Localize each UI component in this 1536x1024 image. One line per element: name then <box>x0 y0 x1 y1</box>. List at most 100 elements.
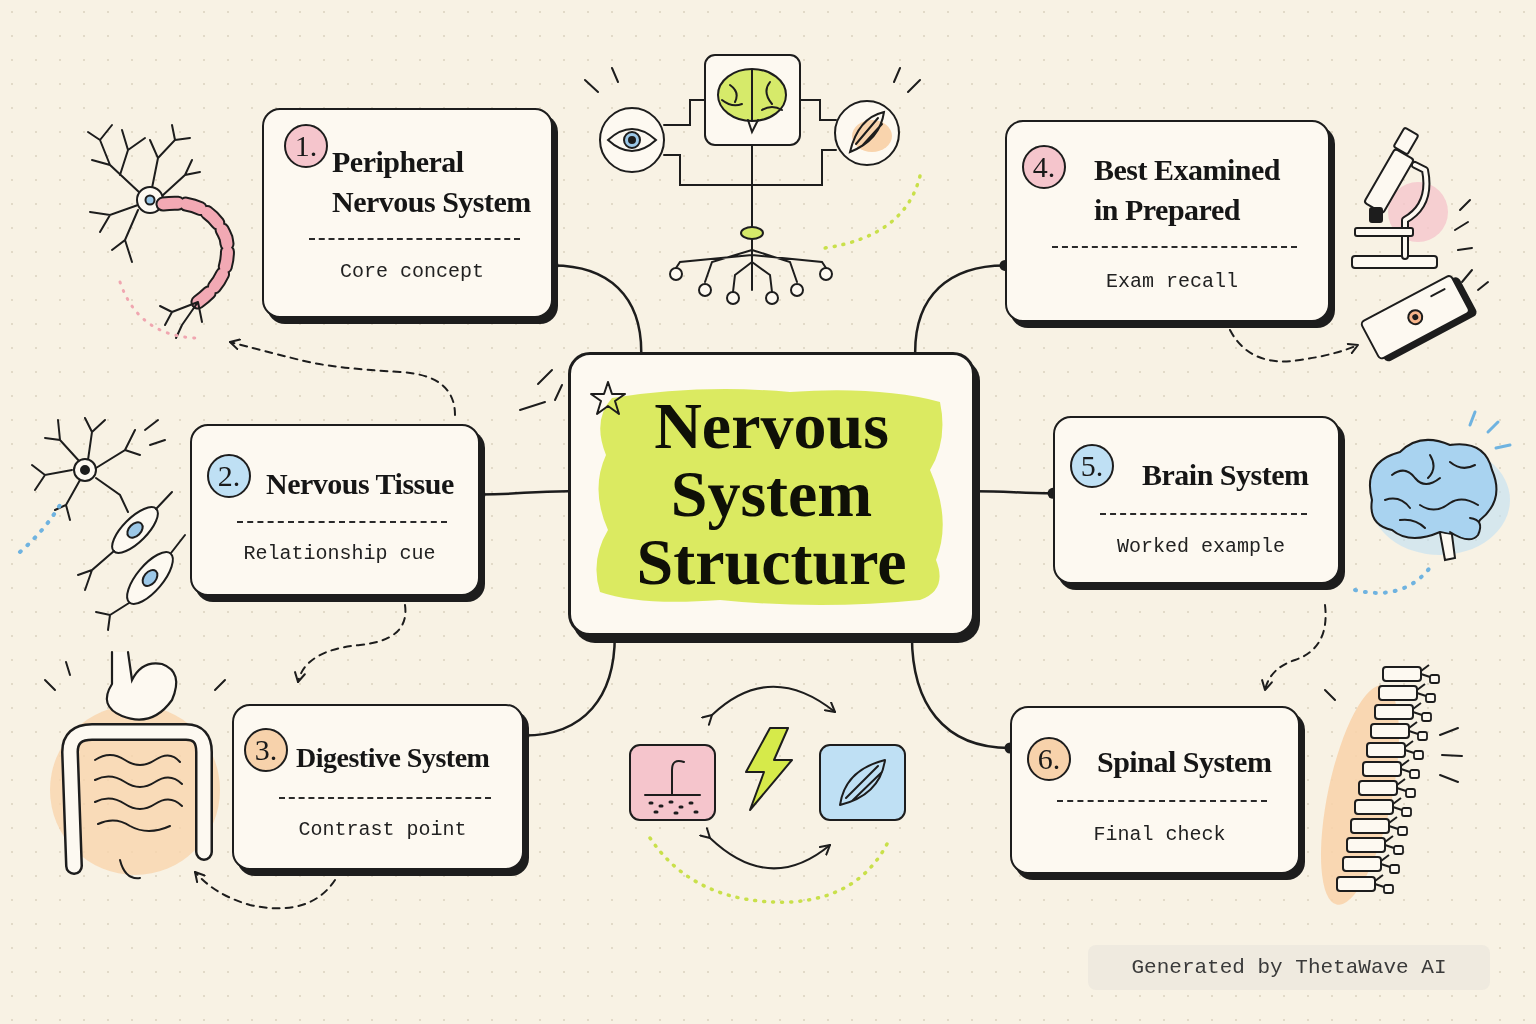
digestive-illustration-part <box>50 705 220 875</box>
nerve-cells-illustration-part <box>81 466 89 474</box>
card-heading: Brain System <box>1142 455 1332 495</box>
nerve-cells-illustration-part <box>32 418 140 520</box>
card-subtitle: Core concept <box>304 260 520 284</box>
microscope-illustration-part <box>1355 228 1413 236</box>
card-subtitle: Final check <box>1052 823 1267 847</box>
microscope-illustration-part <box>1405 165 1426 256</box>
connector-line <box>480 491 568 494</box>
reflex-arc-illustration-part <box>746 728 792 810</box>
neuron-illustration-part <box>160 302 202 338</box>
spine-illustration-part <box>1305 679 1414 911</box>
microscope-illustration-part <box>1367 277 1477 362</box>
neuron-illustration-part <box>120 282 195 338</box>
nerve-cells-illustration-part <box>78 492 172 590</box>
dashed-arrow <box>195 330 1358 908</box>
microscope-illustration-part <box>1388 182 1448 242</box>
microscope-illustration-part <box>1352 256 1437 268</box>
callout-number: 2. <box>207 454 251 498</box>
spine-illustration-part <box>1343 855 1399 873</box>
brain-network-illustration-part <box>791 284 803 296</box>
card-subtitle: Exam recall <box>1047 270 1297 294</box>
brain-illustration-part <box>1470 412 1510 448</box>
dashed-divider <box>309 238 520 240</box>
reflex-arc-illustration-part <box>710 838 830 868</box>
dashed-arrow-part <box>230 342 455 415</box>
spine-illustration-part <box>1379 684 1435 702</box>
dashed-arrow-part <box>298 605 405 682</box>
card-heading: Spinal System <box>1097 742 1292 782</box>
nerve-cells-illustration-part <box>20 505 60 552</box>
microscope-illustration-part <box>1364 149 1414 214</box>
neuron-illustration-part <box>150 125 190 188</box>
digestive-illustration <box>45 652 225 878</box>
dashed-arrow-part <box>1230 330 1358 361</box>
dashed-divider <box>279 797 491 799</box>
spine-illustration-part <box>1337 875 1393 893</box>
microscope-illustration-part <box>1413 314 1418 319</box>
brain-network-illustration-part <box>718 69 786 121</box>
reflex-arc-illustration-part <box>645 794 700 796</box>
nerve-cells-illustration-part <box>119 545 180 611</box>
reflex-arc-illustration-part <box>820 745 905 820</box>
microscope-illustration-part <box>1406 308 1425 327</box>
neuron-illustration-part <box>146 196 155 205</box>
dashed-divider <box>1100 513 1307 515</box>
hub-box: Nervous System Structure <box>568 352 975 636</box>
topic-card: 1.Peripheral Nervous SystemCore concept <box>262 108 553 318</box>
microscope-illustration-part <box>1455 200 1472 250</box>
callout-number: 1. <box>284 124 328 168</box>
reflex-arc-illustration-part <box>650 838 890 902</box>
dashed-divider <box>1057 800 1267 802</box>
card-subtitle: Worked example <box>1095 535 1307 559</box>
hub-title: Nervous System Structure <box>592 392 952 596</box>
spark-lines <box>520 370 562 410</box>
nerve-cells-illustration <box>20 418 185 630</box>
topic-card: 6. Spinal SystemFinal check <box>1010 706 1300 874</box>
connector-line <box>915 265 1005 352</box>
brain-network-illustration-part <box>825 176 920 248</box>
brain-network-illustration-part <box>722 70 782 132</box>
dashed-divider <box>1052 246 1297 248</box>
reflex-arc-illustration-part <box>712 687 835 715</box>
nerve-cells-illustration-part <box>124 519 145 540</box>
reflex-arc-illustration <box>630 687 905 902</box>
brain-illustration-part <box>1440 533 1455 560</box>
digestive-illustration-part <box>70 732 204 866</box>
dashed-arrow-part <box>195 872 335 908</box>
brain-network-illustration-part <box>624 132 640 148</box>
topic-card: 4.Best Examined in PreparedExam recall <box>1005 120 1330 322</box>
microscope-illustration-part <box>1462 270 1488 290</box>
spine-illustration-part <box>1371 722 1427 740</box>
card-heading: Peripheral Nervous System <box>332 142 557 222</box>
topic-card: 2.Nervous TissueRelationship cue <box>190 424 480 596</box>
connector-line <box>553 266 641 353</box>
brain-network-illustration-part <box>850 112 884 152</box>
dashed-divider <box>237 521 447 523</box>
neuron-illustration-part <box>162 160 200 196</box>
callout-number: 3. <box>244 728 288 772</box>
brain-network-illustration-part <box>727 292 739 304</box>
topic-card: 3.Digestive SystemContrast point <box>232 704 524 870</box>
callout-number: 5. <box>1070 444 1114 488</box>
connector-line <box>524 636 615 736</box>
brain-network-illustration-part <box>820 268 832 280</box>
card-subtitle: Relationship cue <box>232 542 447 566</box>
spine-illustration-part <box>1347 836 1403 854</box>
hub-text-wrap: Nervous System Structure <box>571 355 972 633</box>
brain-network-illustration-part <box>608 129 656 151</box>
brain-network-illustration-part <box>585 68 920 92</box>
brain-network-illustration-part <box>629 137 635 143</box>
connector-line <box>912 636 1010 748</box>
nerve-cells-illustration-part <box>140 567 161 589</box>
brain-network-illustration-part <box>766 292 778 304</box>
reflex-arc-illustration-part <box>672 761 684 795</box>
brain-illustration-part <box>1385 455 1478 528</box>
callout-number: 6. <box>1027 737 1071 781</box>
brain-illustration-part <box>1450 518 1480 539</box>
brain-illustration-part <box>1370 445 1510 555</box>
microscope-illustration-part <box>1394 127 1419 154</box>
brain-network-illustration-part <box>600 108 664 172</box>
neuron-illustration-part <box>88 125 145 193</box>
watermark: Generated by ThetaWave AI <box>1088 945 1490 990</box>
spark-lines-part <box>520 370 562 410</box>
